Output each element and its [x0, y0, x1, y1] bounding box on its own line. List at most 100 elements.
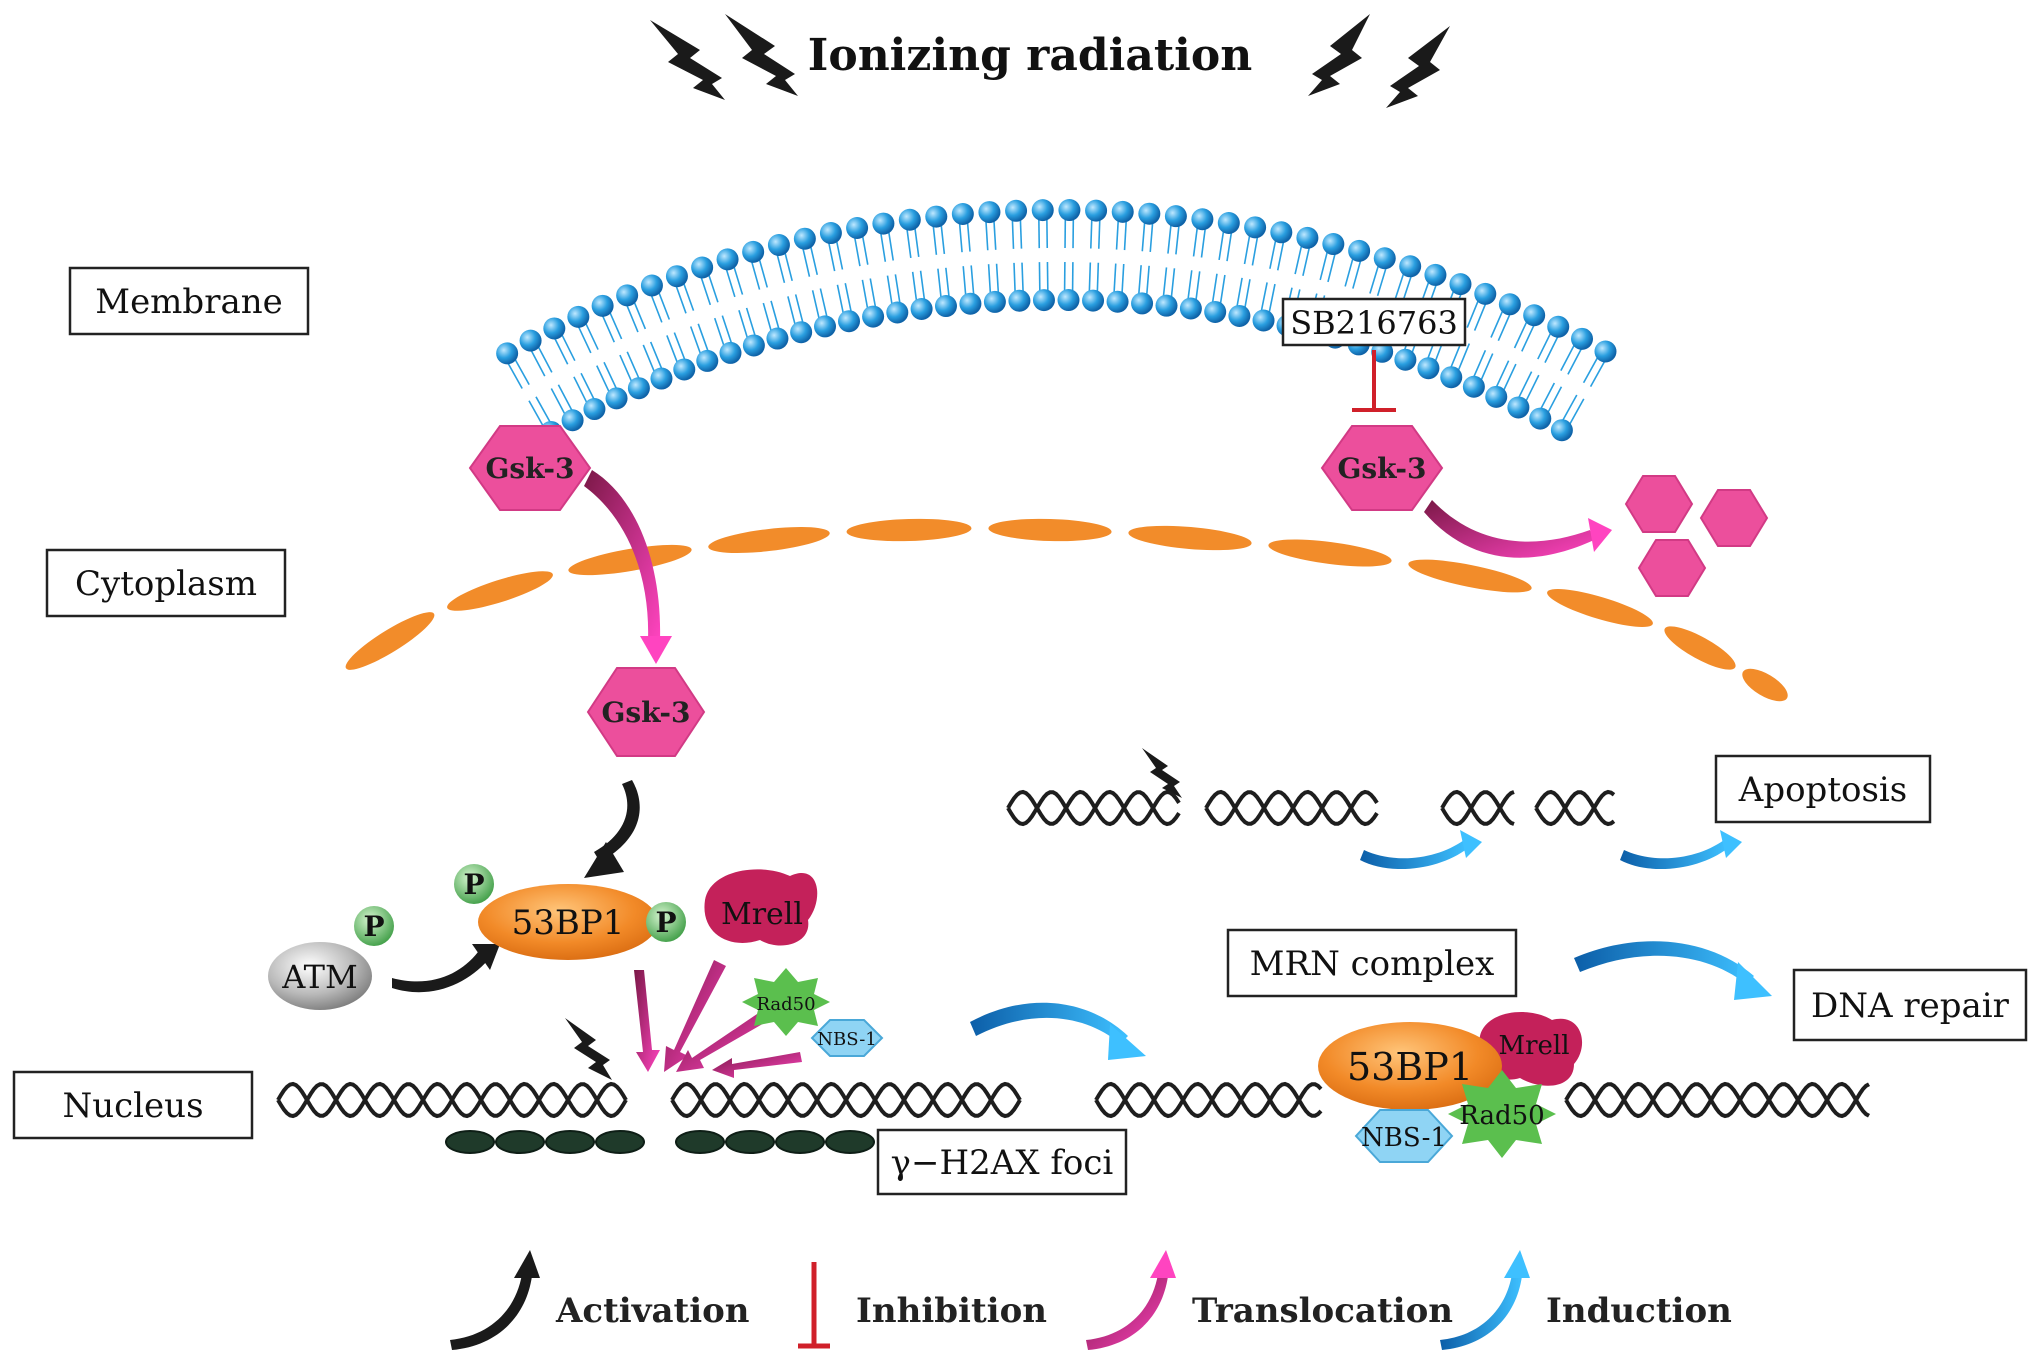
lipid-head	[742, 240, 765, 263]
lipid-head	[1138, 202, 1161, 225]
membrane-label-box: Membrane	[68, 266, 310, 336]
nucleus-label-box: Nucleus	[12, 1070, 254, 1140]
dna-backbone	[670, 1081, 1022, 1119]
phospho-atm: P	[354, 906, 394, 946]
degraded-gsk3-cluster	[1624, 475, 1769, 597]
lipid-head	[1550, 419, 1573, 442]
apoptosis-label: Apoptosis	[1738, 770, 1907, 810]
gsk3-nuclear: Gsk-3	[586, 667, 706, 757]
lipid-head	[886, 301, 909, 324]
dna-backbone	[1534, 789, 1616, 826]
microtubule-segment	[447, 571, 553, 611]
lipid-head	[1399, 255, 1422, 278]
lipid-head	[519, 329, 542, 352]
lipid-head	[673, 358, 696, 381]
lipid-head	[605, 387, 628, 410]
lipid-head	[719, 341, 742, 364]
lipid-head	[872, 212, 895, 235]
dna-left-downstream	[670, 1081, 1022, 1119]
radiation-bolt-icon	[1308, 14, 1370, 96]
lipid-head	[496, 342, 519, 365]
nucleosome	[445, 1130, 495, 1154]
lipid-head	[561, 409, 584, 432]
lipid-head	[1217, 211, 1240, 234]
lipid-head	[1058, 199, 1081, 222]
legend-induction-label: Induction	[1546, 1291, 1732, 1331]
legend-activation: Activation	[450, 1250, 750, 1350]
translocation-arrow-cytoplasm-to-nucleus	[584, 470, 672, 664]
lipid-head	[1085, 199, 1108, 222]
lipid-head	[1005, 199, 1028, 222]
apoptosis-box: Apoptosis	[1714, 754, 1932, 824]
nucleosome	[675, 1130, 725, 1154]
nucleosome	[775, 1130, 825, 1154]
microtubule-segment	[708, 527, 830, 553]
dna-repair-label: DNA repair	[1811, 986, 2010, 1026]
lipid-head	[1032, 289, 1055, 312]
lipid-head	[790, 321, 813, 344]
phospho-53bp1-left: P	[454, 864, 494, 904]
legend-translocation: Translocation	[1086, 1250, 1453, 1350]
lipid-head	[898, 208, 921, 231]
svg-text:P: P	[463, 868, 484, 901]
lipid-head	[1228, 304, 1251, 327]
mre11-protein: Mrell	[704, 869, 818, 946]
lipid-head	[837, 310, 860, 333]
lipid-head	[1474, 282, 1497, 305]
lipid-head	[1164, 205, 1187, 228]
lipid-head	[1440, 366, 1463, 389]
lipid-head	[1594, 340, 1617, 363]
svg-text:P: P	[363, 910, 384, 943]
membrane-label: Membrane	[95, 282, 282, 322]
dna-fragment-2	[1534, 789, 1616, 827]
induction-arrow-apoptosis-2	[1620, 830, 1742, 870]
lipid-head	[1131, 292, 1154, 315]
dna-repair-box: DNA repair	[1792, 968, 2028, 1042]
lipid-head	[691, 256, 714, 279]
gsk3-cytoplasm: Gsk-3	[468, 425, 592, 511]
legend: Activation Inhibition Translocation Indu…	[450, 1250, 1732, 1350]
rad50-protein: Rad50	[742, 968, 830, 1036]
microtubule-segment	[1128, 525, 1252, 551]
lipid-head	[1244, 216, 1267, 239]
svg-text:NBS-1: NBS-1	[1361, 1123, 1447, 1153]
cytoskeleton	[345, 518, 1788, 702]
induction-arrow-apoptosis-1	[1360, 830, 1482, 870]
lipid-head	[567, 305, 590, 328]
dna-backbone	[1534, 790, 1616, 827]
nucleosome	[725, 1130, 775, 1154]
inhibitor-label: SB216763	[1290, 304, 1458, 342]
svg-text:53BP1: 53BP1	[1347, 1045, 1473, 1089]
mre11-label: Mrell	[721, 897, 803, 932]
phospho-53bp1-right: P	[646, 902, 686, 942]
dna-damage-bolt-icon	[1142, 748, 1182, 798]
h2ax-foci-box: γ−H2AX foci	[876, 1128, 1128, 1196]
dna-backbone	[1440, 789, 1515, 826]
microtubule-segment	[568, 544, 692, 576]
lipid-head	[1270, 221, 1293, 244]
nucleosome	[595, 1130, 645, 1154]
lipid-head	[925, 205, 948, 228]
diagram-title: Ionizing radiation	[808, 30, 1252, 81]
nucleosome-array	[445, 1130, 875, 1154]
radiation-bolt-icon	[725, 14, 798, 96]
lipid-head	[640, 274, 663, 297]
lipid-head	[983, 290, 1006, 313]
lipid-head	[1031, 199, 1054, 222]
inhibitor-box: SB216763	[1281, 297, 1467, 347]
lipid-head	[766, 327, 789, 350]
lipid-head	[846, 217, 869, 240]
microtubule-segment	[846, 518, 972, 542]
lipid-head	[819, 222, 842, 245]
mrn-complex-box: MRN complex	[1226, 928, 1518, 998]
lipid-head	[1111, 200, 1134, 223]
dna-backbone	[1094, 1081, 1323, 1119]
radiation-bolt-icon	[1386, 26, 1450, 108]
lipid-head	[1204, 300, 1227, 323]
lipid-head	[1191, 208, 1214, 231]
gsk3-nuclear-label: Gsk-3	[601, 696, 690, 729]
lipid-head	[1296, 226, 1319, 249]
dna-damage-bolt-icon	[565, 1018, 612, 1080]
lipid-head	[591, 294, 614, 317]
